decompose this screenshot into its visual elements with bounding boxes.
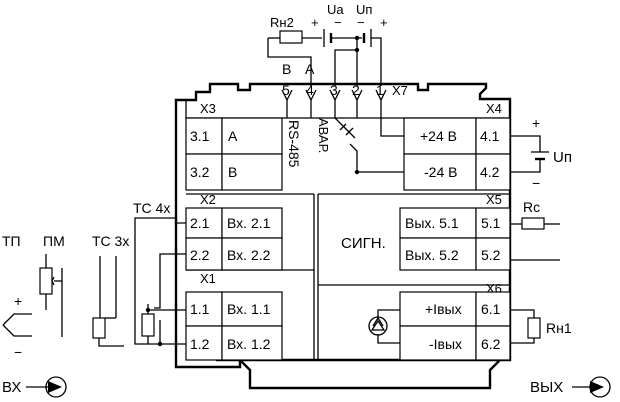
terminal-pin [329,89,341,118]
label-x3: X3 [200,101,216,116]
sign-plus-supply: + [532,115,540,131]
pin-4: 4 [306,82,314,98]
terminal-6-1: 6.1 [481,301,501,317]
label-tp: ТП [2,233,21,249]
block-x6-output: X6 +Iвых 6.1 -Iвых 6.2 Rн1 [368,281,572,361]
terminal-2-1: 2.1 [190,215,210,231]
top-supply-wiring: Rн2 + Uа − Uп − + [267,2,388,86]
terminal-1-1: 1.1 [190,301,210,317]
input-2-1: Вх. 2.1 [227,215,271,231]
terminal-6-2: 6.2 [481,336,501,352]
terminal-pin [375,89,387,118]
sensors-wiring: ТП ПМ ТС 3х ТС 4х + − [2,200,186,360]
label-rs485: RS-485 [286,120,302,168]
terminal-1-2: 1.2 [190,336,210,352]
label-ua: Uа [327,2,344,17]
label-rc: Rc [523,199,540,215]
sign-minus-un: − [357,15,365,30]
output-plus-i: +Iвых [425,301,462,317]
label-input: ВХ [2,379,21,396]
label-tc4: ТС 4х [133,200,170,216]
signal-title: СИГН. [341,235,386,252]
label-x4: X4 [486,101,502,116]
power-minus-24: -24 В [424,164,457,180]
signal-b: B [228,164,237,180]
terminal-3-1: 3.1 [190,128,210,144]
input-arrow-icon [45,376,67,398]
terminal-2-2: 2.2 [190,247,210,263]
input-2-2: Вх. 2.2 [227,247,271,263]
label-rn2: Rн2 [270,15,294,30]
terminal-pin [351,89,363,118]
label-x7: X7 [392,83,408,98]
terminal-5-2: 5.2 [481,247,501,263]
tc4-resistor-icon [141,313,155,337]
pin-1: 1 [376,82,384,98]
current-source-icon [368,316,388,336]
terminal-4-2: 4.2 [480,164,500,180]
io-labels: ВХ ВЫХ [2,376,611,398]
terminal-pin [305,89,317,118]
tc3-resistor-icon [92,317,106,339]
input-1-2: Вх. 1.2 [227,336,271,352]
label-x1: X1 [200,271,216,286]
sign-plus-ua: + [311,15,319,30]
pin-3: 3 [330,82,338,98]
block-x3-rs485: X3 3.1 A 3.2 B RS-485 [185,101,302,191]
sign-minus-supply: − [532,175,540,191]
power-plus-24: +24 В [420,128,457,144]
block-x2-inputs: X2 2.1 Вх. 2.1 2.2 Вх. 2.2 [185,192,283,271]
label-un-top: Uп [356,2,372,17]
input-1-1: Вх. 1.1 [227,301,271,317]
block-x1-inputs: X1 1.1 Вх. 1.1 1.2 Вх. 1.2 [185,271,283,361]
thermocouple-icon [2,313,32,326]
output-minus-i: -Iвых [429,336,462,352]
label-col-b: В [282,61,291,77]
label-rn1: Rн1 [546,320,572,336]
terminal-x7: В А 5 4 3 2 1 X7 [281,61,408,118]
signal-a: A [228,128,238,144]
sign-plus-tp: + [14,293,22,309]
output-5-2: Вых. 5.2 [405,247,459,263]
label-output: ВЫХ [530,379,563,396]
sign-plus-un: + [380,15,388,30]
pin-5: 5 [282,82,290,98]
terminal-3-2: 3.2 [190,164,210,180]
block-alarm: АВАР. [316,117,404,175]
label-pm: ПМ [43,233,65,249]
resistor-rn2 [279,30,303,44]
label-supply-un: Uп [553,149,572,166]
terminal-4-1: 4.1 [480,128,500,144]
output-5-1: Вых. 5.1 [405,215,459,231]
pin-2: 2 [352,82,360,98]
terminal-5-1: 5.1 [481,215,501,231]
sign-minus-ua: − [334,15,342,30]
resistor-rn1 [527,317,541,339]
block-x5-signal: X5 СИГН. Вых. 5.1 5.1 Вых. 5.2 5.2 Rc [341,192,560,271]
block-x4-power: X4 +24 В 4.1 -24 В 4.2 + − Uп [403,101,572,191]
label-avar: АВАР. [316,118,331,153]
label-x5: X5 [486,192,502,207]
terminal-pin [281,89,293,118]
label-x2: X2 [200,192,216,207]
resistor-rc [521,217,545,230]
label-tc3: ТС 3х [92,233,129,249]
potentiometer-icon [39,267,53,295]
optocoupler-transistor [334,117,356,139]
label-col-a: А [305,61,315,77]
sign-minus-tp: − [14,344,22,360]
